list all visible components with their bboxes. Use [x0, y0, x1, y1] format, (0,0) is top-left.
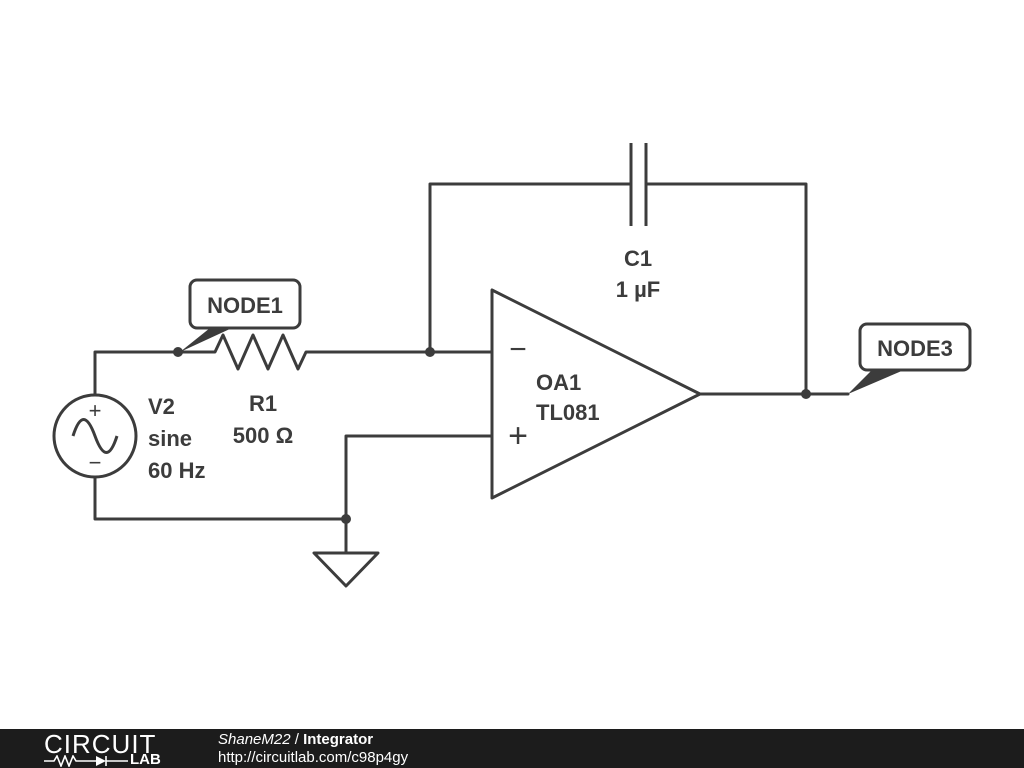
circuit-url-link[interactable]: http://circuitlab.com/c98p4gy — [218, 749, 409, 766]
wire-source-bottom-to-ground — [93, 475, 348, 521]
credit-separator: / — [290, 731, 304, 748]
capacitor-c1[interactable] — [629, 143, 648, 226]
opamp-oa1-model: TL081 — [536, 400, 600, 425]
circuit-credit: ShaneM22 / Integrator — [218, 731, 373, 748]
source-v2-name: V2 — [148, 394, 175, 419]
wires — [93, 182, 850, 555]
resistor-r1[interactable] — [178, 333, 310, 371]
logo-text-circuit: CIRCUIT — [44, 729, 157, 759]
capacitor-c1-value: 1 µF — [616, 277, 660, 302]
wire-feedback-left — [428, 182, 633, 354]
opamp-oa1[interactable] — [490, 288, 702, 500]
source-v2-frequency: 60 Hz — [148, 458, 205, 483]
junction-ground — [341, 514, 351, 524]
resistor-r1-name: R1 — [249, 391, 277, 416]
source-v2-type: sine — [148, 426, 192, 451]
node3-label-text: NODE3 — [877, 336, 953, 361]
circuit-title: Integrator — [303, 731, 374, 748]
circuit-schematic: R1 500 Ω C1 1 µF − + OA1 TL081 + − V2 si… — [52, 143, 972, 588]
footer-bar: CIRCUIT LAB ShaneM22 / Integrator http:/… — [0, 729, 1024, 768]
source-plus-sign: + — [89, 398, 102, 423]
author-name[interactable]: ShaneM22 — [218, 731, 291, 748]
ground-symbol — [312, 551, 380, 588]
node3-label-tag[interactable]: NODE3 — [848, 322, 972, 394]
sine-source-v2[interactable] — [52, 393, 138, 479]
wire-feedback-right — [644, 182, 808, 396]
wire-noninverting-to-ground — [344, 434, 494, 555]
opamp-inverting-sign: − — [509, 333, 527, 366]
wire-source-top-to-node1 — [93, 350, 180, 397]
node1-label-text: NODE1 — [207, 293, 283, 318]
opamp-noninverting-sign: + — [508, 417, 528, 455]
logo-text-lab: LAB — [130, 751, 161, 768]
logo-resistor-diode-icon — [44, 755, 128, 767]
opamp-oa1-name: OA1 — [536, 370, 581, 395]
junction-feedback-input — [425, 347, 435, 357]
junction-output — [801, 389, 811, 399]
circuitlab-logo[interactable]: CIRCUIT LAB — [44, 731, 174, 767]
resistor-r1-value: 500 Ω — [233, 423, 293, 448]
capacitor-c1-name: C1 — [624, 246, 652, 271]
node1-label-tag[interactable]: NODE1 — [180, 278, 302, 352]
source-minus-sign: − — [89, 450, 102, 475]
